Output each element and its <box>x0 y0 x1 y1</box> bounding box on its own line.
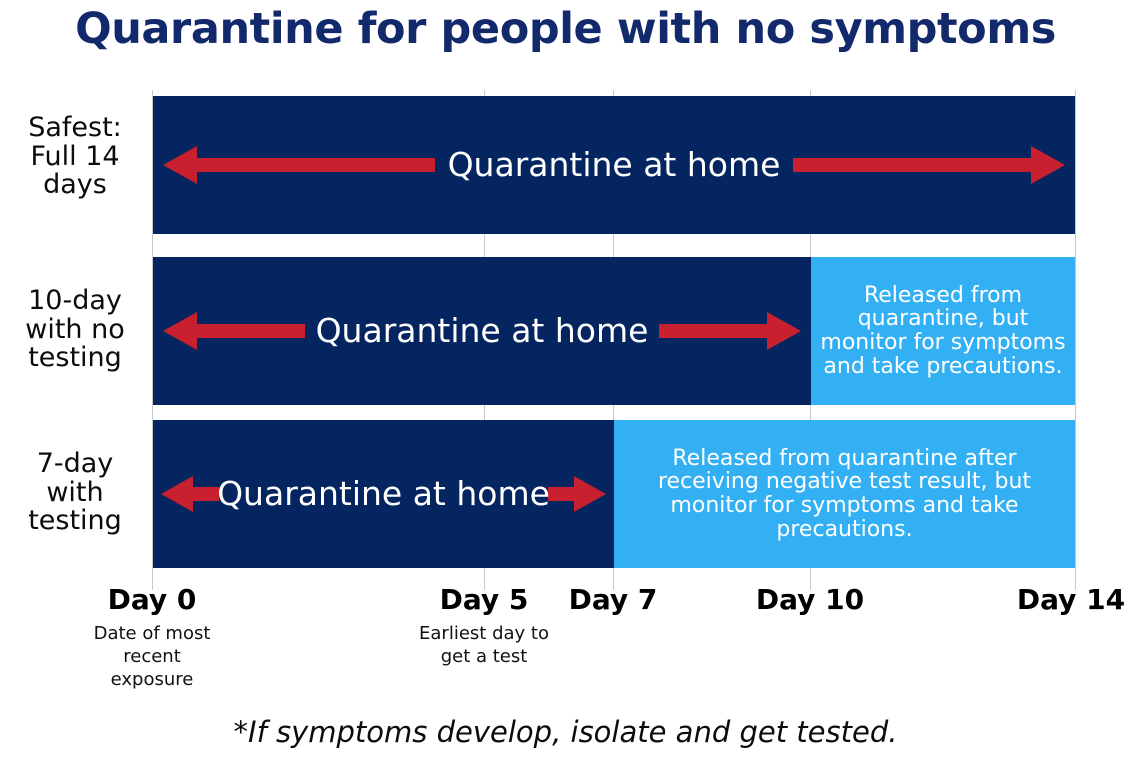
axis-tick-day-label: Day 7 <box>568 583 658 616</box>
row-label-line: with <box>46 476 104 508</box>
tick-mark-day-0 <box>152 570 153 588</box>
tick-mark-day-14 <box>1075 570 1076 588</box>
timeline-row-7-day: Quarantine at home Released from quarant… <box>153 420 1075 568</box>
axis-tick-day-label: Day 0 <box>107 583 197 616</box>
timeline-row-safest: Quarantine at home <box>153 96 1075 234</box>
segment-quarantine-label: Quarantine at home <box>315 311 649 351</box>
axis-sub-line: Earliest day to <box>419 623 549 644</box>
gridline-day-14 <box>1075 90 1076 590</box>
axis-tick-day-14: Day 14 <box>971 583 1131 616</box>
page-title: Quarantine for people with no symptoms <box>75 4 1056 54</box>
segment-quarantine-label: Quarantine at home <box>217 474 550 514</box>
axis-tick-sublabel: Earliest day to get a test <box>384 622 584 668</box>
segment-released-row3[interactable]: Released from quarantine after receiving… <box>614 420 1075 568</box>
axis-tick-day-0: Day 0 Date of most recent exposure <box>52 583 252 691</box>
axis-sub-line: Date of most <box>93 623 211 644</box>
row-label-10-day-no-testing: 10-day with no testing <box>0 285 150 374</box>
segment-quarantine-row3[interactable]: Quarantine at home <box>153 420 614 568</box>
tick-mark-day-7 <box>613 570 614 588</box>
timeline-row-10-day: Quarantine at home Released from quarant… <box>153 257 1075 405</box>
segment-quarantine-row1[interactable]: Quarantine at home <box>153 96 1075 234</box>
segment-released-label: Released from quarantine after receiving… <box>657 445 1032 542</box>
gridline-day-0 <box>152 90 153 590</box>
axis-sub-line: get a test <box>440 646 528 668</box>
tick-mark-day-5 <box>484 570 485 588</box>
segment-released-label: Released from quarantine, but monitor fo… <box>820 282 1066 379</box>
row-label-line: Safest: <box>28 112 122 143</box>
segment-quarantine-label: Quarantine at home <box>447 145 781 185</box>
axis-tick-day-label: Day 10 <box>755 583 865 616</box>
axis-tick-day-label: Day 5 <box>439 583 529 616</box>
row-label-line: 7-day <box>36 448 114 479</box>
segment-quarantine-row2[interactable]: Quarantine at home <box>153 257 811 405</box>
footnote-text: *If symptoms develop, isolate and get te… <box>233 715 898 749</box>
row-label-line: testing <box>28 505 122 537</box>
row-label-line: days <box>43 169 107 201</box>
tick-mark-day-10 <box>810 570 811 588</box>
segment-released-row2[interactable]: Released from quarantine, but monitor fo… <box>811 257 1075 405</box>
row-label-line: testing <box>28 342 122 374</box>
row-label-line: Full 14 <box>30 140 120 172</box>
axis-tick-day-7: Day 7 <box>513 583 713 616</box>
axis-tick-sublabel: Date of most recent exposure <box>52 622 252 691</box>
row-label-safest-full-14-days: Safest: Full 14 days <box>0 112 150 201</box>
axis-tick-day-5: Day 5 Earliest day to get a test <box>384 583 584 668</box>
axis-sub-line: exposure <box>110 669 194 691</box>
row-label-line: with no <box>25 313 125 345</box>
axis-tick-day-10: Day 10 <box>710 583 910 616</box>
axis-sub-line: recent <box>123 646 181 668</box>
row-label-7-day-testing: 7-day with testing <box>0 448 150 537</box>
axis-tick-day-label: Day 14 <box>1016 583 1126 616</box>
row-label-line: 10-day <box>28 285 122 316</box>
